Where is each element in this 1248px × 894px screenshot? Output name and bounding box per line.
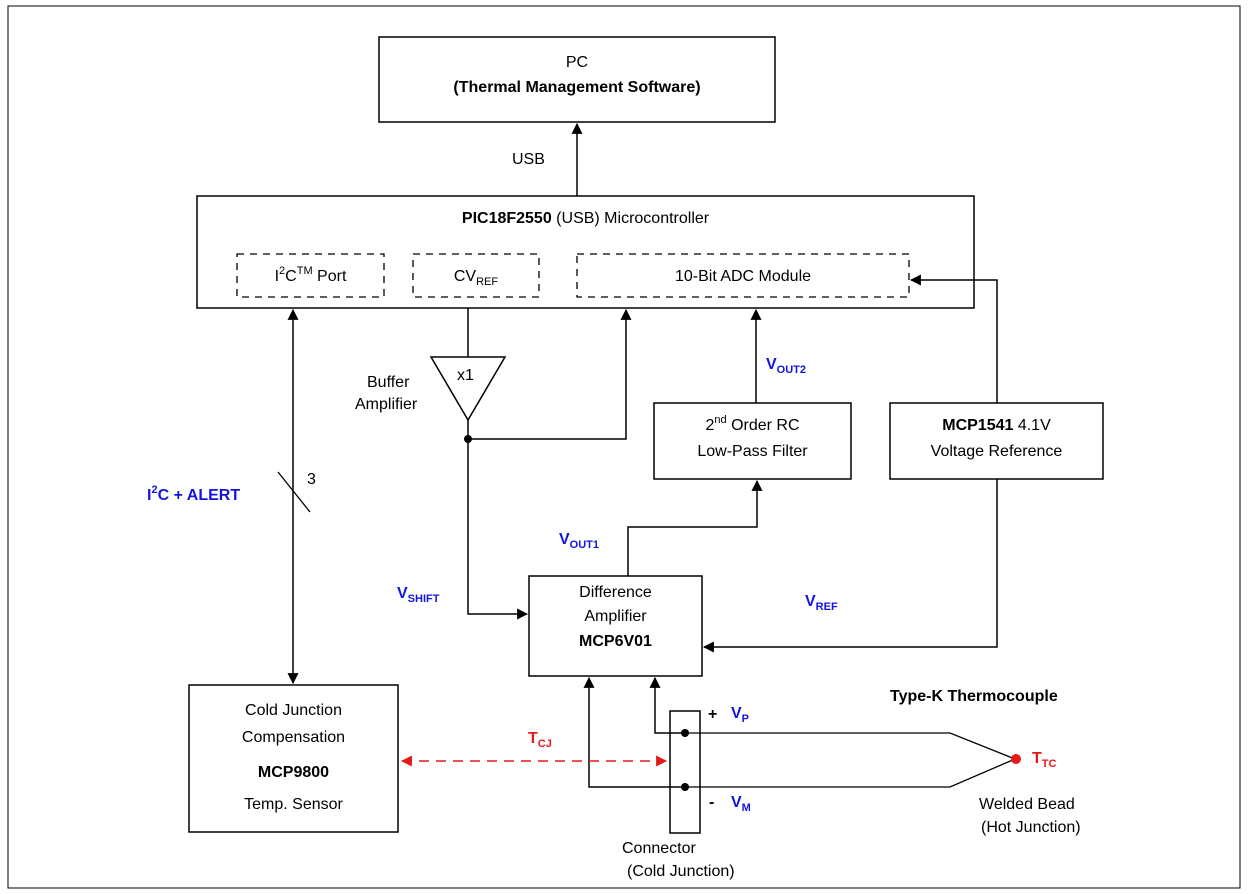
reference-to-adc-wire: [909, 274, 998, 403]
vp-input-wire: [649, 676, 685, 734]
vout1-label: VOUT1: [559, 531, 600, 551]
cvref-box: [412, 253, 540, 298]
bus-width-label: 3: [307, 471, 316, 488]
adc-label: 10-Bit ADC Module: [674, 268, 812, 285]
cvref-label: CVREF: [453, 268, 499, 288]
buffer-to-adc-wire: [467, 308, 632, 440]
bead-label-line2: (Hot Junction): [981, 819, 1081, 836]
pc-subtitle: (Thermal Management Software): [453, 79, 701, 96]
mcu-title: PIC18F2550 (USB) Microcontroller: [461, 210, 710, 227]
thermocouple-title: Type-K Thermocouple: [890, 688, 1058, 705]
i2c-alert-label: I2C + ALERT: [147, 484, 241, 504]
vref-wire: [702, 479, 998, 653]
sensor-line4: Temp. Sensor: [244, 796, 343, 813]
diff-amp-block: [528, 575, 703, 677]
sensor-block: [188, 684, 399, 833]
sensor-line2: Compensation: [241, 729, 346, 746]
hot-junction-bead: [1011, 754, 1021, 764]
connector-label-line2: (Cold Junction): [627, 863, 735, 880]
vm-sign: -: [709, 794, 715, 811]
connector-label-line1: Connector: [622, 840, 696, 857]
i2c-port-label: I2CTM Port: [274, 265, 347, 285]
vshift-wire: [467, 439, 529, 620]
thermocouple-wire-minus: [685, 758, 1016, 788]
pc-block: [378, 36, 776, 123]
filter-label-line2: Low-Pass Filter: [697, 443, 808, 460]
filter-block: [653, 402, 852, 480]
buffer-label-line2: Amplifier: [355, 396, 418, 413]
vm-label: VM: [731, 794, 751, 814]
diff-amp-line1: Difference: [579, 584, 652, 601]
i2c-port-box: [236, 253, 385, 298]
sensor-line3: MCP9800: [257, 764, 330, 781]
bus-width-slash: [277, 471, 311, 513]
reference-label-line1: MCP1541 4.1V: [942, 417, 1051, 434]
adc-box: [576, 253, 910, 298]
bead-label-line1: Welded Bead: [979, 796, 1075, 813]
vm-input-wire: [583, 676, 685, 788]
outer-frame: [7, 5, 1241, 889]
thermocouple-wire-plus: [685, 732, 1016, 760]
vout2-label: VOUT2: [766, 356, 807, 376]
usb-label: USB: [512, 151, 545, 168]
connector-block: [669, 710, 701, 834]
buffer-gain: x1: [457, 367, 474, 384]
vref-label: VREF: [805, 593, 838, 613]
buffer-junction-dot: [464, 435, 472, 443]
vshift-label: VSHIFT: [397, 585, 440, 605]
vp-sign: +: [708, 706, 718, 723]
buffer-label-line1: Buffer: [367, 374, 410, 391]
vout1-wire: [627, 479, 763, 576]
diff-amp-line3: MCP6V01: [579, 633, 652, 650]
reference-label-line2: Voltage Reference: [930, 443, 1063, 460]
tcj-label: TCJ: [528, 730, 552, 750]
diff-amp-line2: Amplifier: [584, 608, 647, 625]
filter-label-line1: 2nd Order RC: [705, 414, 800, 434]
ttc-label: TTC: [1032, 750, 1057, 770]
mcu-block: [196, 195, 975, 309]
vp-label: VP: [731, 705, 750, 725]
pc-title: PC: [565, 54, 589, 71]
sensor-line1: Cold Junction: [245, 702, 342, 719]
